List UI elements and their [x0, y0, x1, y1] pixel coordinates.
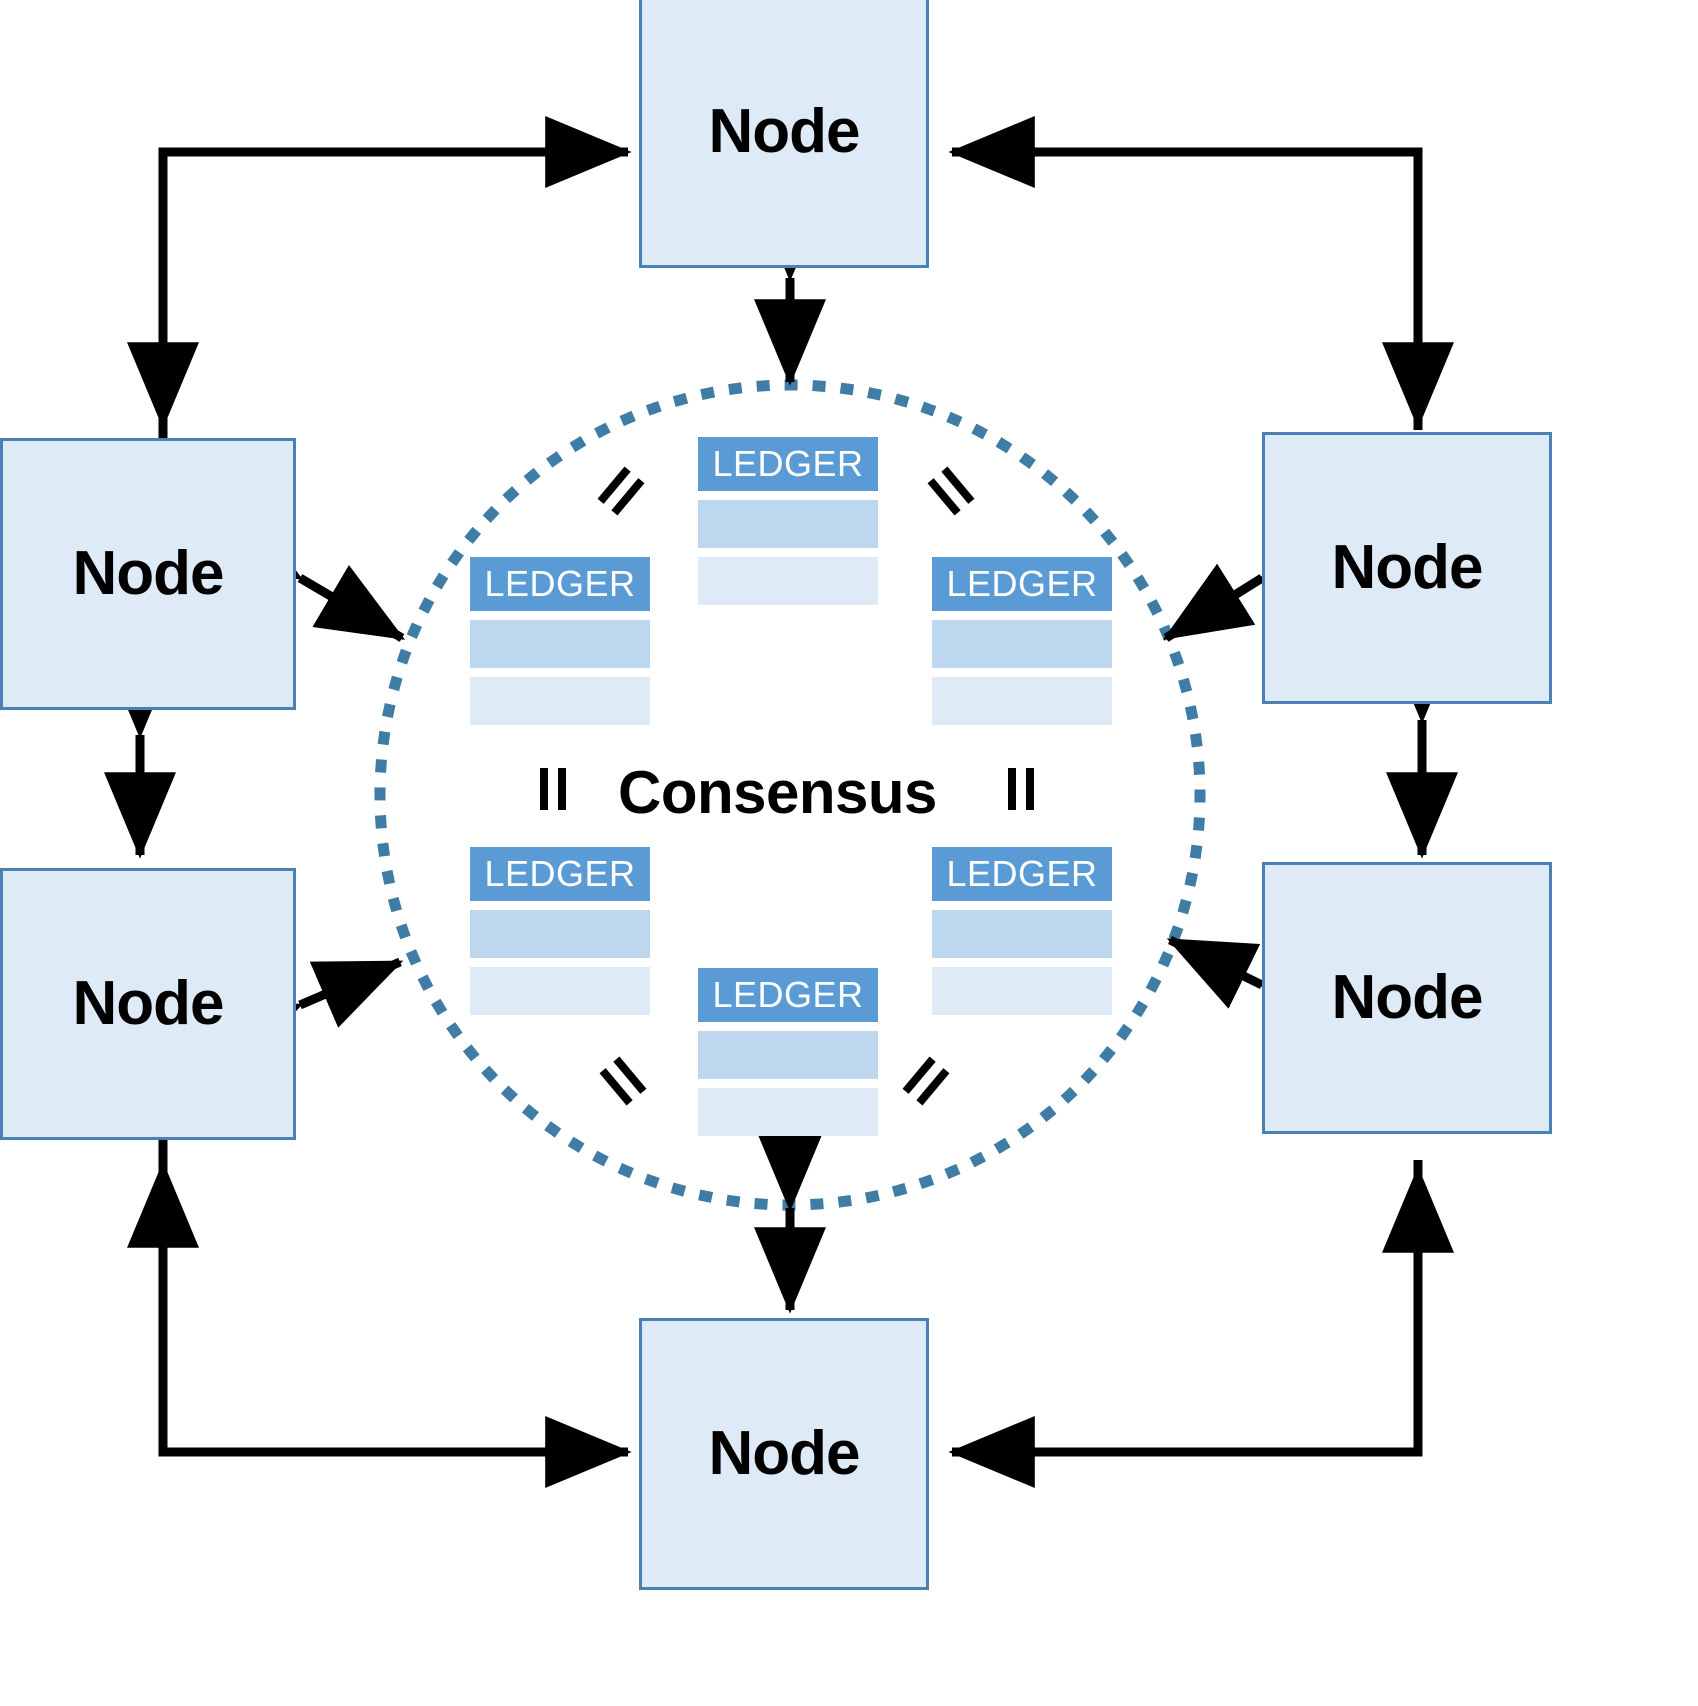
- ledger-card-lower-right[interactable]: LEDGER: [932, 847, 1112, 1015]
- ledger-header-upper-right: LEDGER: [932, 557, 1112, 611]
- node-box-left-lower[interactable]: Node: [0, 868, 296, 1140]
- equals-icon-mid-right: [1000, 768, 1042, 810]
- node-label-left-upper: Node: [72, 539, 225, 608]
- ledger-header-bottom: LEDGER: [698, 968, 878, 1022]
- ledger-row-light-lower-left: [470, 967, 650, 1015]
- arrow-leftupper-to-consensus: [210, 504, 406, 642]
- ledger-row-light-upper-left: [470, 677, 650, 725]
- ledger-row-mid-top: [698, 500, 878, 548]
- ledger-row-mid-lower-right: [932, 910, 1112, 958]
- arrow-rightupper-to-consensus: [1162, 503, 1352, 642]
- arrow-rightupper-to-top: [952, 147, 1423, 430]
- node-box-left-upper[interactable]: Node: [0, 438, 296, 710]
- arrow-rightlower-to-bottom: [952, 1160, 1423, 1457]
- ledger-row-mid-bottom: [698, 1031, 878, 1079]
- ledger-row-mid-lower-left: [470, 910, 650, 958]
- ledger-card-top[interactable]: LEDGER: [698, 437, 878, 605]
- node-box-right-lower[interactable]: Node: [1262, 862, 1552, 1134]
- ledger-card-bottom[interactable]: LEDGER: [698, 968, 878, 1136]
- node-box-top[interactable]: Node: [639, 0, 929, 268]
- ledger-row-mid-upper-left: [470, 620, 650, 668]
- node-label-left-lower: Node: [72, 969, 225, 1038]
- ledger-card-upper-left[interactable]: LEDGER: [470, 557, 650, 725]
- ledger-card-lower-left[interactable]: LEDGER: [470, 847, 650, 1015]
- ledger-row-light-top: [698, 557, 878, 605]
- ledger-row-mid-upper-right: [932, 620, 1112, 668]
- ledger-header-lower-right: LEDGER: [932, 847, 1112, 901]
- arrow-leftupper-to-top: [158, 116, 632, 470]
- node-label-top: Node: [708, 97, 861, 166]
- arrow-leftlower-to-consensus: [209, 957, 404, 1071]
- equals-icon-mid-left: [532, 768, 574, 810]
- ledger-row-light-upper-right: [932, 677, 1112, 725]
- ledger-header-lower-left: LEDGER: [470, 847, 650, 901]
- node-box-bottom[interactable]: Node: [639, 1318, 929, 1590]
- arrow-rightlower-to-consensus: [1166, 935, 1353, 1054]
- node-label-bottom: Node: [708, 1419, 861, 1488]
- node-label-right-lower: Node: [1331, 963, 1484, 1032]
- consensus-label: Consensus: [618, 759, 937, 826]
- ledger-card-upper-right[interactable]: LEDGER: [932, 557, 1112, 725]
- arrow-leftlower-to-bottom: [158, 1140, 632, 1488]
- ledger-row-light-bottom: [698, 1088, 878, 1136]
- ledger-row-light-lower-right: [932, 967, 1112, 1015]
- ledger-header-top: LEDGER: [698, 437, 878, 491]
- node-box-right-upper[interactable]: Node: [1262, 432, 1552, 704]
- ledger-header-upper-left: LEDGER: [470, 557, 650, 611]
- node-label-right-upper: Node: [1331, 533, 1484, 602]
